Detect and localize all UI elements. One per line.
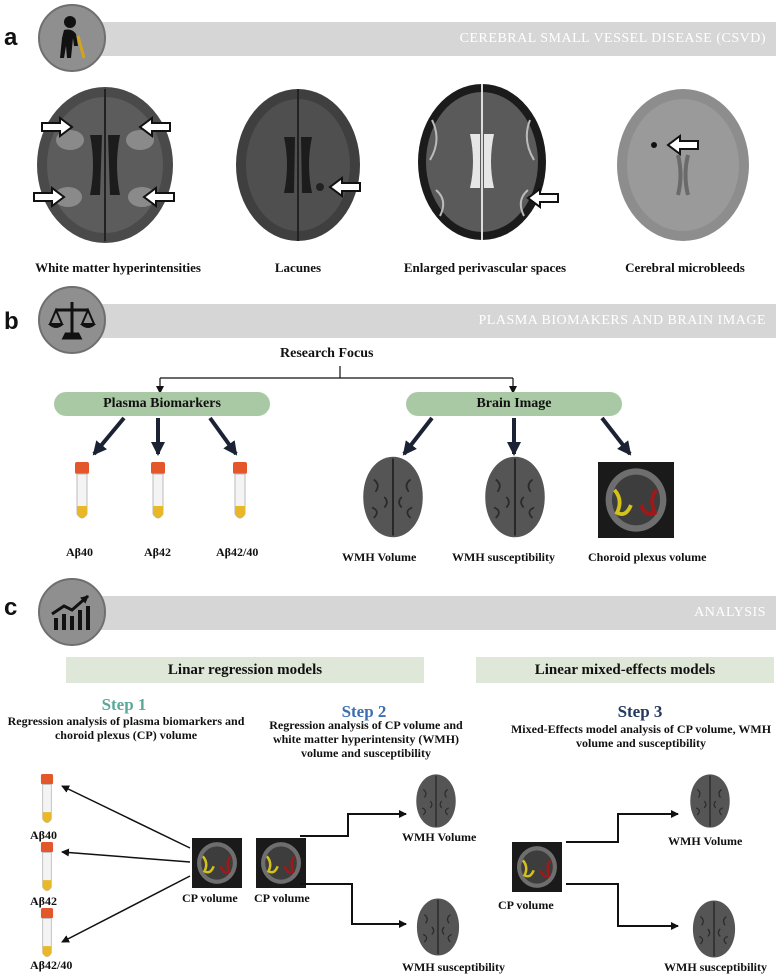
label-ab4240: Aβ42/40 — [216, 545, 259, 559]
label-wmh-susceptibility: WMH susceptibility — [452, 550, 556, 564]
label-ab42: Aβ42 — [144, 545, 171, 559]
step2-cp-label: CP volume — [254, 891, 310, 905]
banner-analysis: ANALYSIS — [70, 596, 776, 630]
step3-title: Step 3 — [617, 702, 663, 721]
step1-label-ab40: Aβ40 — [30, 828, 57, 842]
panel-letter-a: a — [4, 24, 18, 51]
caption-microbleeds: Cerebral microbleeds — [625, 260, 745, 275]
step3-wmh-susceptibility-map — [688, 898, 740, 960]
mri-wmh — [20, 85, 190, 245]
mri-microbleeds — [608, 85, 758, 245]
panel-letter-c: c — [4, 594, 18, 621]
model-linear-regression: Linar regression models — [66, 657, 424, 683]
step1-cp-label: CP volume — [182, 891, 238, 905]
step1-desc: Regression analysis of plasma biomarkers… — [7, 714, 245, 742]
wmh-volume-map — [358, 452, 428, 542]
step2-label-wmh-susceptibility: WMH susceptibility — [402, 960, 506, 974]
elderly-person-icon — [38, 4, 106, 72]
step2-elbow-arrows — [300, 810, 407, 928]
caption-lacunes: Lacunes — [274, 260, 322, 275]
model-mixed-effects: Linear mixed-effects models — [476, 657, 774, 683]
caption-wmh: White matter hyperintensities — [35, 260, 201, 275]
step1-title: Step 1 — [101, 695, 147, 714]
banner-csvd: CEREBRAL SMALL VESSEL DISEASE (CSVD) — [70, 22, 776, 56]
step1-label-ab42: Aβ42 — [30, 894, 57, 908]
balance-scale-icon — [38, 286, 106, 354]
label-wmh-volume: WMH Volume — [342, 550, 417, 564]
step3-label-wmh-volume: WMH Volume — [668, 834, 743, 848]
banner-title: ANALYSIS — [694, 605, 766, 620]
banner-biomarkers: PLASMA BIOMAKERS AND BRAIN IMAGE — [70, 304, 776, 338]
mri-lacunes — [228, 85, 368, 245]
label-choroid-plexus: Choroid plexus volume — [588, 550, 707, 564]
plasma-biomarkers-box: Plasma Biomarkers — [54, 392, 270, 416]
tube-b-ab40 — [74, 462, 90, 522]
brain-image-box: Brain Image — [406, 392, 622, 416]
label-ab40: Aβ40 — [66, 545, 93, 559]
step3-wmh-volume-map — [686, 772, 734, 830]
step2-label-wmh-volume: WMH Volume — [402, 830, 477, 844]
step2-desc: Regression analysis of CP volume and whi… — [269, 718, 463, 760]
step3-cp-label: CP volume — [498, 898, 554, 912]
banner-title: CEREBRAL SMALL VESSEL DISEASE (CSVD) — [459, 31, 766, 46]
bar-chart-trend-icon — [38, 578, 106, 646]
mri-pvs — [412, 80, 562, 245]
choroid-plexus-image — [598, 462, 674, 538]
caption-pvs: Enlarged perivascular spaces — [403, 260, 567, 275]
step2-title: Step 2 — [341, 702, 387, 721]
banner-title: PLASMA BIOMAKERS AND BRAIN IMAGE — [478, 313, 766, 328]
panel-letter-b: b — [4, 308, 19, 335]
tube-b-ab42 — [150, 462, 166, 522]
research-focus-connectors — [156, 366, 517, 394]
bold-arrows-b — [92, 416, 632, 456]
wmh-susceptibility-map — [480, 452, 550, 542]
tube-b-ab4240 — [232, 462, 248, 522]
research-focus: Research Focus — [280, 346, 374, 361]
step1-arrows — [61, 785, 191, 943]
step3-desc: Mixed-Effects model analysis of CP volum… — [510, 722, 772, 750]
step1-label-ab4240: Aβ42/40 — [30, 958, 73, 972]
step3-elbow-arrows — [566, 810, 679, 930]
step3-label-wmh-susceptibility: WMH susceptibility — [664, 960, 768, 974]
